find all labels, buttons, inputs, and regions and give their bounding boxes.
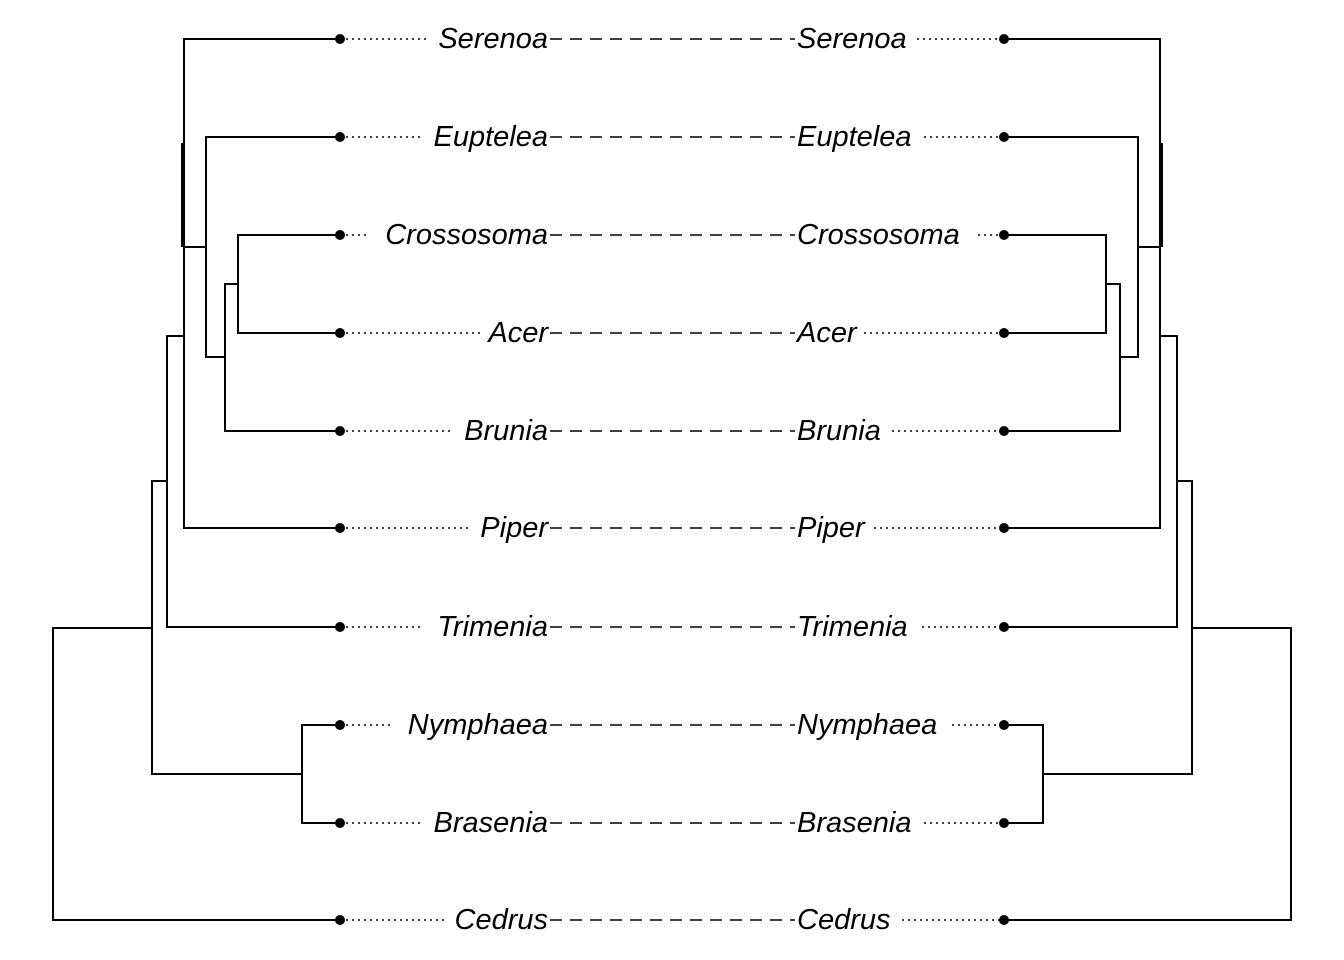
taxon-row: Brunia Brunia [335,415,1009,447]
taxon-row: Brasenia Brasenia [335,807,1009,839]
taxon-row: Cedrus Cedrus [335,904,1009,936]
right-taxon-label: Piper [797,512,866,544]
left-branch [205,136,340,358]
right-tip [999,426,1009,436]
left-tip [335,34,345,44]
left-taxon-label: Trimenia [437,611,548,643]
left-branch [166,335,340,628]
left-tip [335,328,345,338]
left-tip [335,426,345,436]
taxon-row: Crossosoma Crossosoma [335,219,1009,251]
left-tip [335,720,345,730]
right-taxon-label: Crossosoma [797,219,960,251]
right-tip [999,230,1009,240]
right-taxon-label: Euptelea [797,121,912,153]
right-tip [999,915,1009,925]
right-taxon-label: Brunia [797,415,881,447]
right-branch [1004,627,1292,921]
taxon-row: Serenoa Serenoa [335,23,1009,55]
left-taxon-label: Nymphaea [408,709,548,741]
right-taxon-label: Acer [795,317,858,349]
left-tip [335,818,345,828]
right-branch [1004,136,1139,358]
right-tip [999,132,1009,142]
right-taxon-label: Serenoa [797,23,907,55]
left-taxon-label: Crossosoma [385,219,548,251]
right-branch [1004,283,1121,432]
left-taxon-label: Brasenia [434,807,548,839]
right-branch [1004,234,1107,334]
right-tip [999,328,1009,338]
left-taxon-label: Cedrus [455,904,549,936]
right-taxon-label: Brasenia [797,807,911,839]
left-tip [335,523,345,533]
left-branch [52,627,340,921]
left-taxon-label: Piper [480,512,549,544]
taxon-row: Acer Acer [335,317,1009,349]
left-taxon-label: Acer [486,317,549,349]
right-taxon-label: Trimenia [797,611,908,643]
left-tip [335,915,345,925]
right-taxon-label: Nymphaea [797,709,937,741]
left-branch [301,724,340,824]
left-taxon-label: Euptelea [434,121,549,153]
taxon-row: Trimenia Trimenia [335,611,1009,643]
right-tree [1004,38,1292,921]
right-tip [999,720,1009,730]
right-branch [1004,335,1178,628]
left-tip [335,230,345,240]
taxon-row: Nymphaea Nymphaea [335,709,1009,741]
left-branch [237,234,340,334]
left-taxon-label: Brunia [464,415,548,447]
right-tip [999,622,1009,632]
left-tip [335,622,345,632]
right-taxon-label: Cedrus [797,904,891,936]
right-branch [1004,724,1044,824]
right-tip [999,34,1009,44]
left-tip [335,132,345,142]
taxon-row: Euptelea Euptelea [335,121,1009,153]
right-tip [999,818,1009,828]
left-branch [183,38,340,529]
taxon-row: Piper Piper [335,512,1009,544]
left-branch [224,283,340,432]
right-branch [1004,38,1161,529]
left-tree [52,38,340,921]
right-tip [999,523,1009,533]
left-taxon-label: Serenoa [438,23,548,55]
